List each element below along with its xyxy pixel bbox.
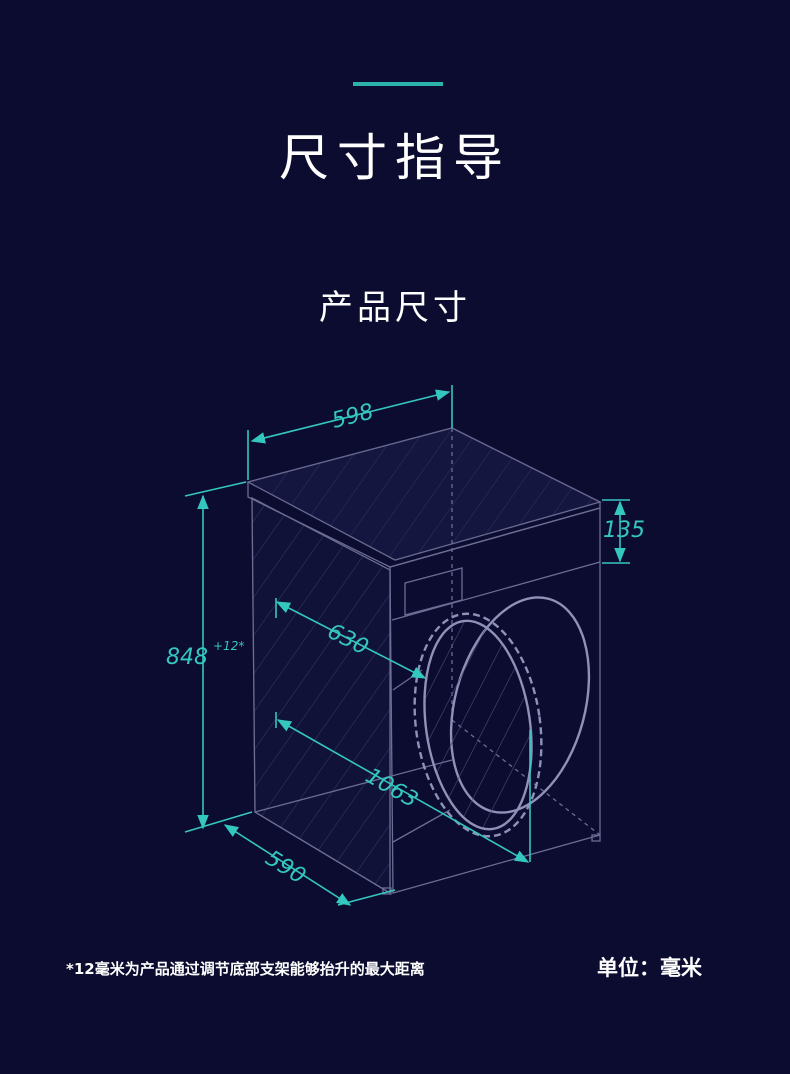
- dim-height-label: 848: [166, 645, 208, 670]
- page-title: 尺寸指导: [279, 129, 511, 187]
- accent-bar: [353, 82, 443, 86]
- detergent-drawer: [404, 567, 463, 616]
- section-title: 产品尺寸: [319, 288, 471, 328]
- dim-top-offset-label: 135: [603, 518, 645, 543]
- footnote: *12毫米为产品通过调节底部支架能够抬升的最大距离: [66, 960, 425, 978]
- unit-label: 单位：毫米: [597, 956, 702, 980]
- dimension-lines: [184, 385, 630, 906]
- dim-height-adjust-label: +12*: [213, 639, 244, 653]
- dimension-diagram: 598 848 +12* 590 135 630 1063: [166, 385, 645, 906]
- dim-width-label: 598: [329, 399, 376, 433]
- washing-machine-icon: [246, 427, 602, 895]
- door-glass: [423, 619, 533, 831]
